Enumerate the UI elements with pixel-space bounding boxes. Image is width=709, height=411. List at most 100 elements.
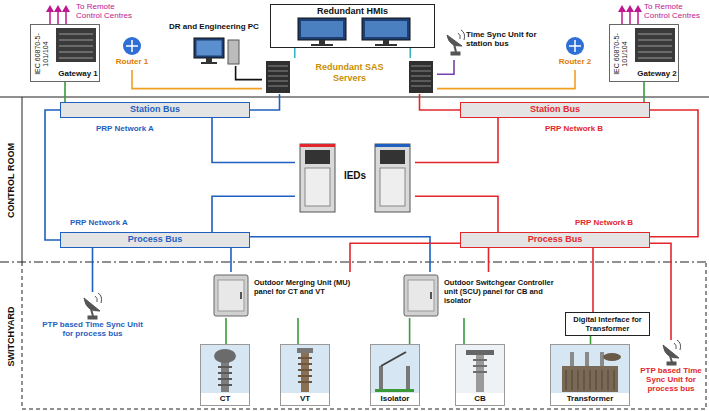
node-text: Router 1 xyxy=(112,57,152,67)
equipment-box: CT xyxy=(200,344,250,406)
network-link xyxy=(225,318,227,344)
network-link xyxy=(488,248,490,272)
isolator-switch xyxy=(375,389,414,392)
outdoor-panel xyxy=(404,275,438,316)
hmi-monitor xyxy=(375,44,397,46)
network-link xyxy=(236,66,262,80)
ied-cabinet xyxy=(300,144,335,212)
power-transformer xyxy=(551,345,629,393)
process-bus: Process Bus xyxy=(60,232,250,248)
router-symbol xyxy=(566,37,584,55)
remote-link-arrow xyxy=(57,11,59,24)
time-sync-unit: Time Sync Unit for station bus xyxy=(444,28,544,60)
remote-link-arrow xyxy=(46,5,54,12)
node-text: Outdoor Merging Unit (MU) panel for CT a… xyxy=(254,278,368,296)
voltage-transformer xyxy=(281,345,329,393)
node-text: Station Bus xyxy=(461,104,649,115)
time-sync-antenna xyxy=(458,30,465,40)
remote-link-arrow xyxy=(634,5,642,12)
network-link xyxy=(643,82,645,102)
node-text: VT xyxy=(281,394,329,404)
network-link xyxy=(64,82,66,102)
hmi-monitor xyxy=(362,18,410,40)
zone-divider xyxy=(22,97,23,262)
time-sync-antenna xyxy=(91,309,93,316)
zone-divider xyxy=(0,96,709,97)
gateway-rack xyxy=(59,34,93,58)
network-link xyxy=(437,70,575,89)
node-text: Station Bus xyxy=(61,104,249,115)
router-symbol xyxy=(123,37,141,55)
time-sync-antenna xyxy=(88,316,97,319)
node-text: Outdoor Switchgear Controller unit (SCU)… xyxy=(444,278,558,305)
hmi-monitor xyxy=(298,18,410,46)
network-link xyxy=(250,94,280,110)
time-sync-antenna xyxy=(670,356,672,362)
network-link xyxy=(350,243,460,272)
remote-centre-label: To Remote Control Centres xyxy=(76,2,138,20)
server-rack xyxy=(268,66,288,86)
isolator-switch xyxy=(406,366,410,392)
gateway-rack xyxy=(638,34,672,58)
network-link xyxy=(132,70,262,89)
pc-icon xyxy=(194,38,239,64)
current-transformer xyxy=(201,345,249,393)
network-link xyxy=(45,110,60,240)
process-bus: Process Bus xyxy=(460,232,650,248)
remote-link-arrow xyxy=(49,11,51,24)
voltage-transformer xyxy=(298,358,312,382)
circuit-breaker xyxy=(466,350,494,355)
pc-icon xyxy=(197,41,222,56)
time-sync-antenna xyxy=(451,52,460,55)
remote-centre-label: To Remote Control Centres xyxy=(644,2,706,20)
pc-icon xyxy=(194,38,224,58)
ied-cabinet xyxy=(305,150,330,164)
zone-divider xyxy=(22,262,706,409)
remote-link-arrow xyxy=(637,11,639,24)
outdoor-panel xyxy=(218,280,244,311)
time-sync-antenna xyxy=(674,340,681,350)
isolator-switch xyxy=(381,352,406,366)
network-label: PRP Network B xyxy=(575,218,633,228)
circuit-breaker xyxy=(473,360,487,372)
network-link xyxy=(650,243,671,340)
network-label: PRP Network A xyxy=(70,218,128,228)
network-link xyxy=(420,94,461,110)
ied-cabinet xyxy=(375,144,410,147)
zone-divider xyxy=(0,97,709,409)
hmi-monitor xyxy=(301,21,343,37)
node-text: Redundant SAS Servers xyxy=(300,62,400,84)
node-text: Time Sync Unit for station bus xyxy=(466,30,544,48)
isolator-switch xyxy=(371,345,419,393)
power-transformer xyxy=(566,370,614,390)
power-transformer xyxy=(600,352,604,366)
remote-link-arrow xyxy=(626,5,634,12)
outdoor-panel xyxy=(408,280,434,311)
hmi-monitor xyxy=(311,44,333,46)
node-text: IEC 60870-5-101/104 xyxy=(34,28,50,80)
voltage-transformer xyxy=(281,345,329,393)
switchgear-controller-panel: Outdoor Switchgear Controller unit (SCU)… xyxy=(400,272,560,318)
power-transformer xyxy=(603,353,621,361)
network-link xyxy=(92,248,94,292)
hmi-box: Redundant HMIs xyxy=(270,4,435,48)
network-link xyxy=(297,318,299,344)
power-transformer xyxy=(570,352,574,366)
circuit-breaker xyxy=(456,345,504,393)
engineering-pc: DR and Engineering PC xyxy=(160,22,268,66)
voltage-transformer xyxy=(297,348,313,353)
ied-cabinet xyxy=(380,168,405,206)
equipment-box: Isolator xyxy=(370,344,420,406)
remote-link-arrow xyxy=(62,5,70,12)
time-sync-antenna xyxy=(667,362,676,365)
ied-cabinet xyxy=(375,144,410,212)
pc-icon xyxy=(206,58,212,62)
digital-interface-box: Digital Interface for Transformer xyxy=(565,312,650,336)
network-link xyxy=(650,110,698,237)
gateway-rack xyxy=(56,28,96,62)
remote-link-arrow xyxy=(629,11,631,24)
network-link xyxy=(294,48,296,58)
